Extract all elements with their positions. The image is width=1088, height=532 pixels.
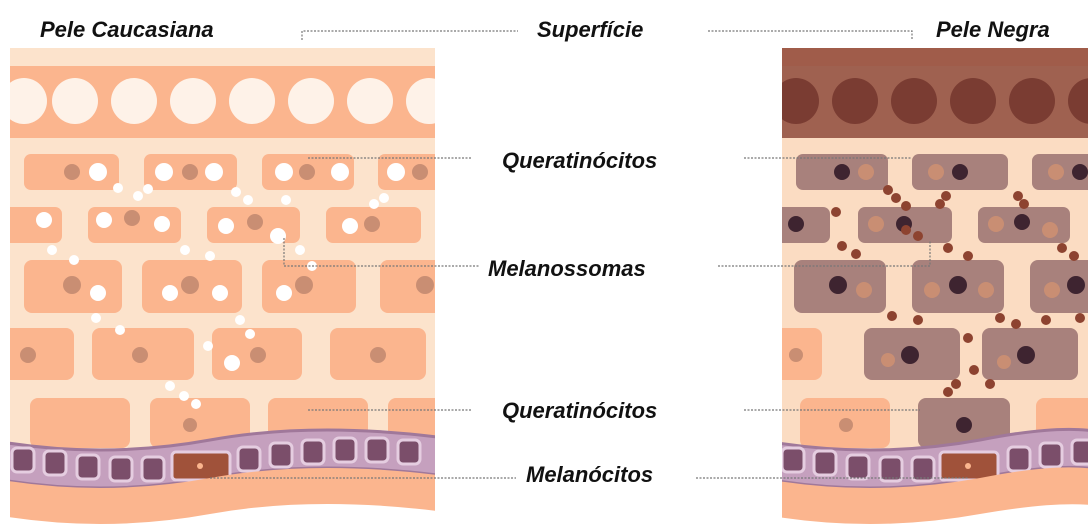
black-skin-title: Pele Negra bbox=[936, 17, 1050, 42]
surface-title: Superfície bbox=[537, 17, 643, 42]
melanocytes-label: Melanócitos bbox=[526, 462, 653, 487]
keratinocytes-bottom-label: Queratinócitos bbox=[502, 398, 657, 423]
caucasian-skin-panel bbox=[0, 48, 460, 532]
surface-leader-right bbox=[708, 31, 912, 40]
surface-leader-left bbox=[302, 31, 518, 40]
black-skin-surface bbox=[782, 48, 1088, 66]
melanosomes-label: Melanossomas bbox=[488, 256, 646, 281]
keratinocytes-top-label: Queratinócitos bbox=[502, 148, 657, 173]
black-skin-panel bbox=[760, 48, 1088, 532]
caucasian-skin-title: Pele Caucasiana bbox=[40, 17, 214, 42]
